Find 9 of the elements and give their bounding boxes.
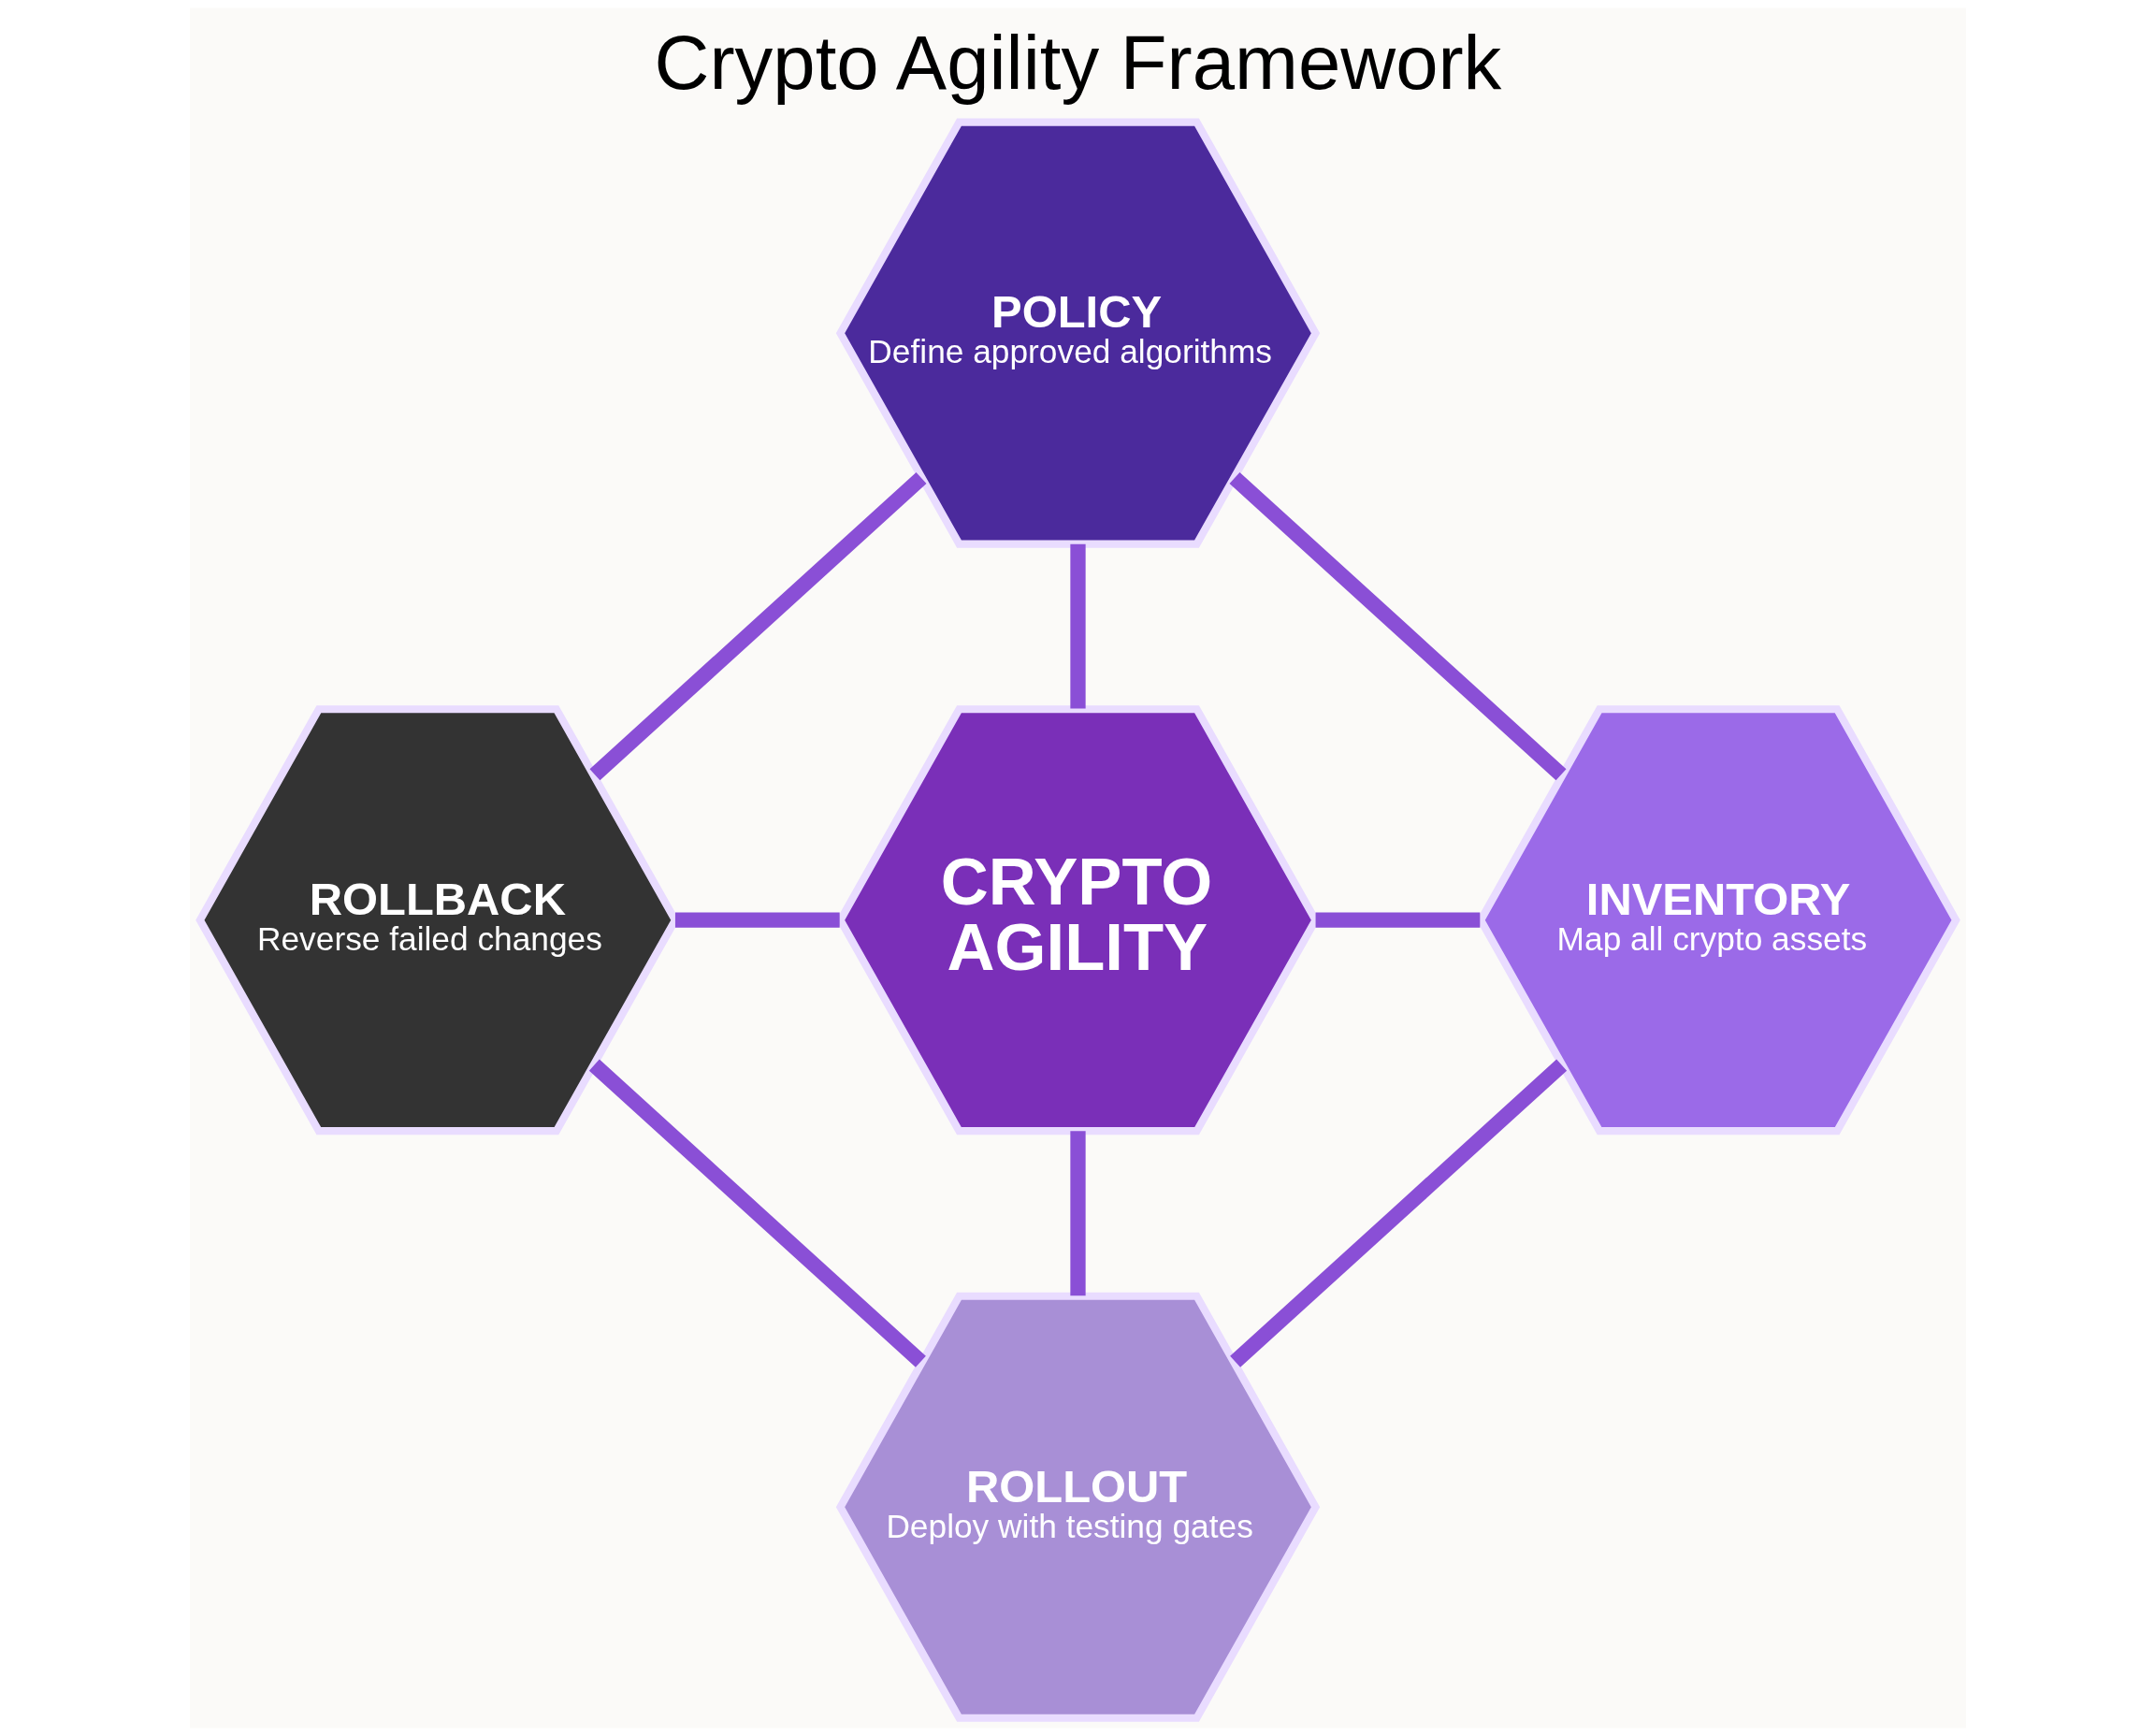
diagram-title: Crypto Agility Framework — [654, 20, 1501, 106]
connector — [1069, 543, 1086, 709]
connector — [1069, 1131, 1086, 1296]
connector — [1229, 472, 1566, 781]
connector — [589, 472, 926, 781]
connector — [674, 912, 840, 928]
connector — [1315, 912, 1480, 928]
connector — [1229, 1059, 1567, 1367]
connector — [588, 1059, 926, 1367]
